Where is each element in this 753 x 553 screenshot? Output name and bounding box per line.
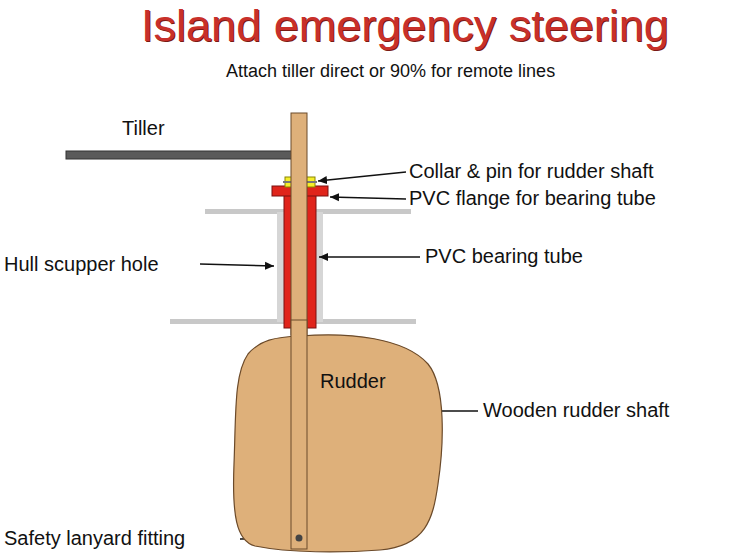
rudder-shaft — [291, 320, 307, 549]
rudder-outline — [230, 334, 446, 553]
subtitle-note: Attach tiller direct or 90% for remote l… — [226, 61, 555, 82]
rudder-blade: Rudder — [230, 334, 446, 553]
diagram-title: Island emergency steering — [141, 0, 669, 52]
rudder-shaft — [291, 113, 307, 335]
part-label: PVC flange for bearing tube — [409, 187, 656, 210]
leader-line — [319, 256, 420, 258]
tiller-bar — [66, 151, 294, 159]
part-label: Tiller — [122, 117, 165, 140]
shape-label: Rudder — [320, 370, 386, 393]
part-label: Collar & pin for rudder shaft — [409, 160, 654, 183]
part-label: PVC bearing tube — [425, 245, 583, 268]
lanyard-hole — [296, 535, 303, 542]
leader-line — [318, 172, 406, 181]
part-label: Wooden rudder shaft — [483, 399, 669, 422]
leader-line — [200, 264, 274, 266]
part-label: Hull scupper hole — [4, 253, 159, 276]
part-label: Safety lanyard fitting — [4, 527, 185, 550]
leader-line — [330, 197, 406, 199]
